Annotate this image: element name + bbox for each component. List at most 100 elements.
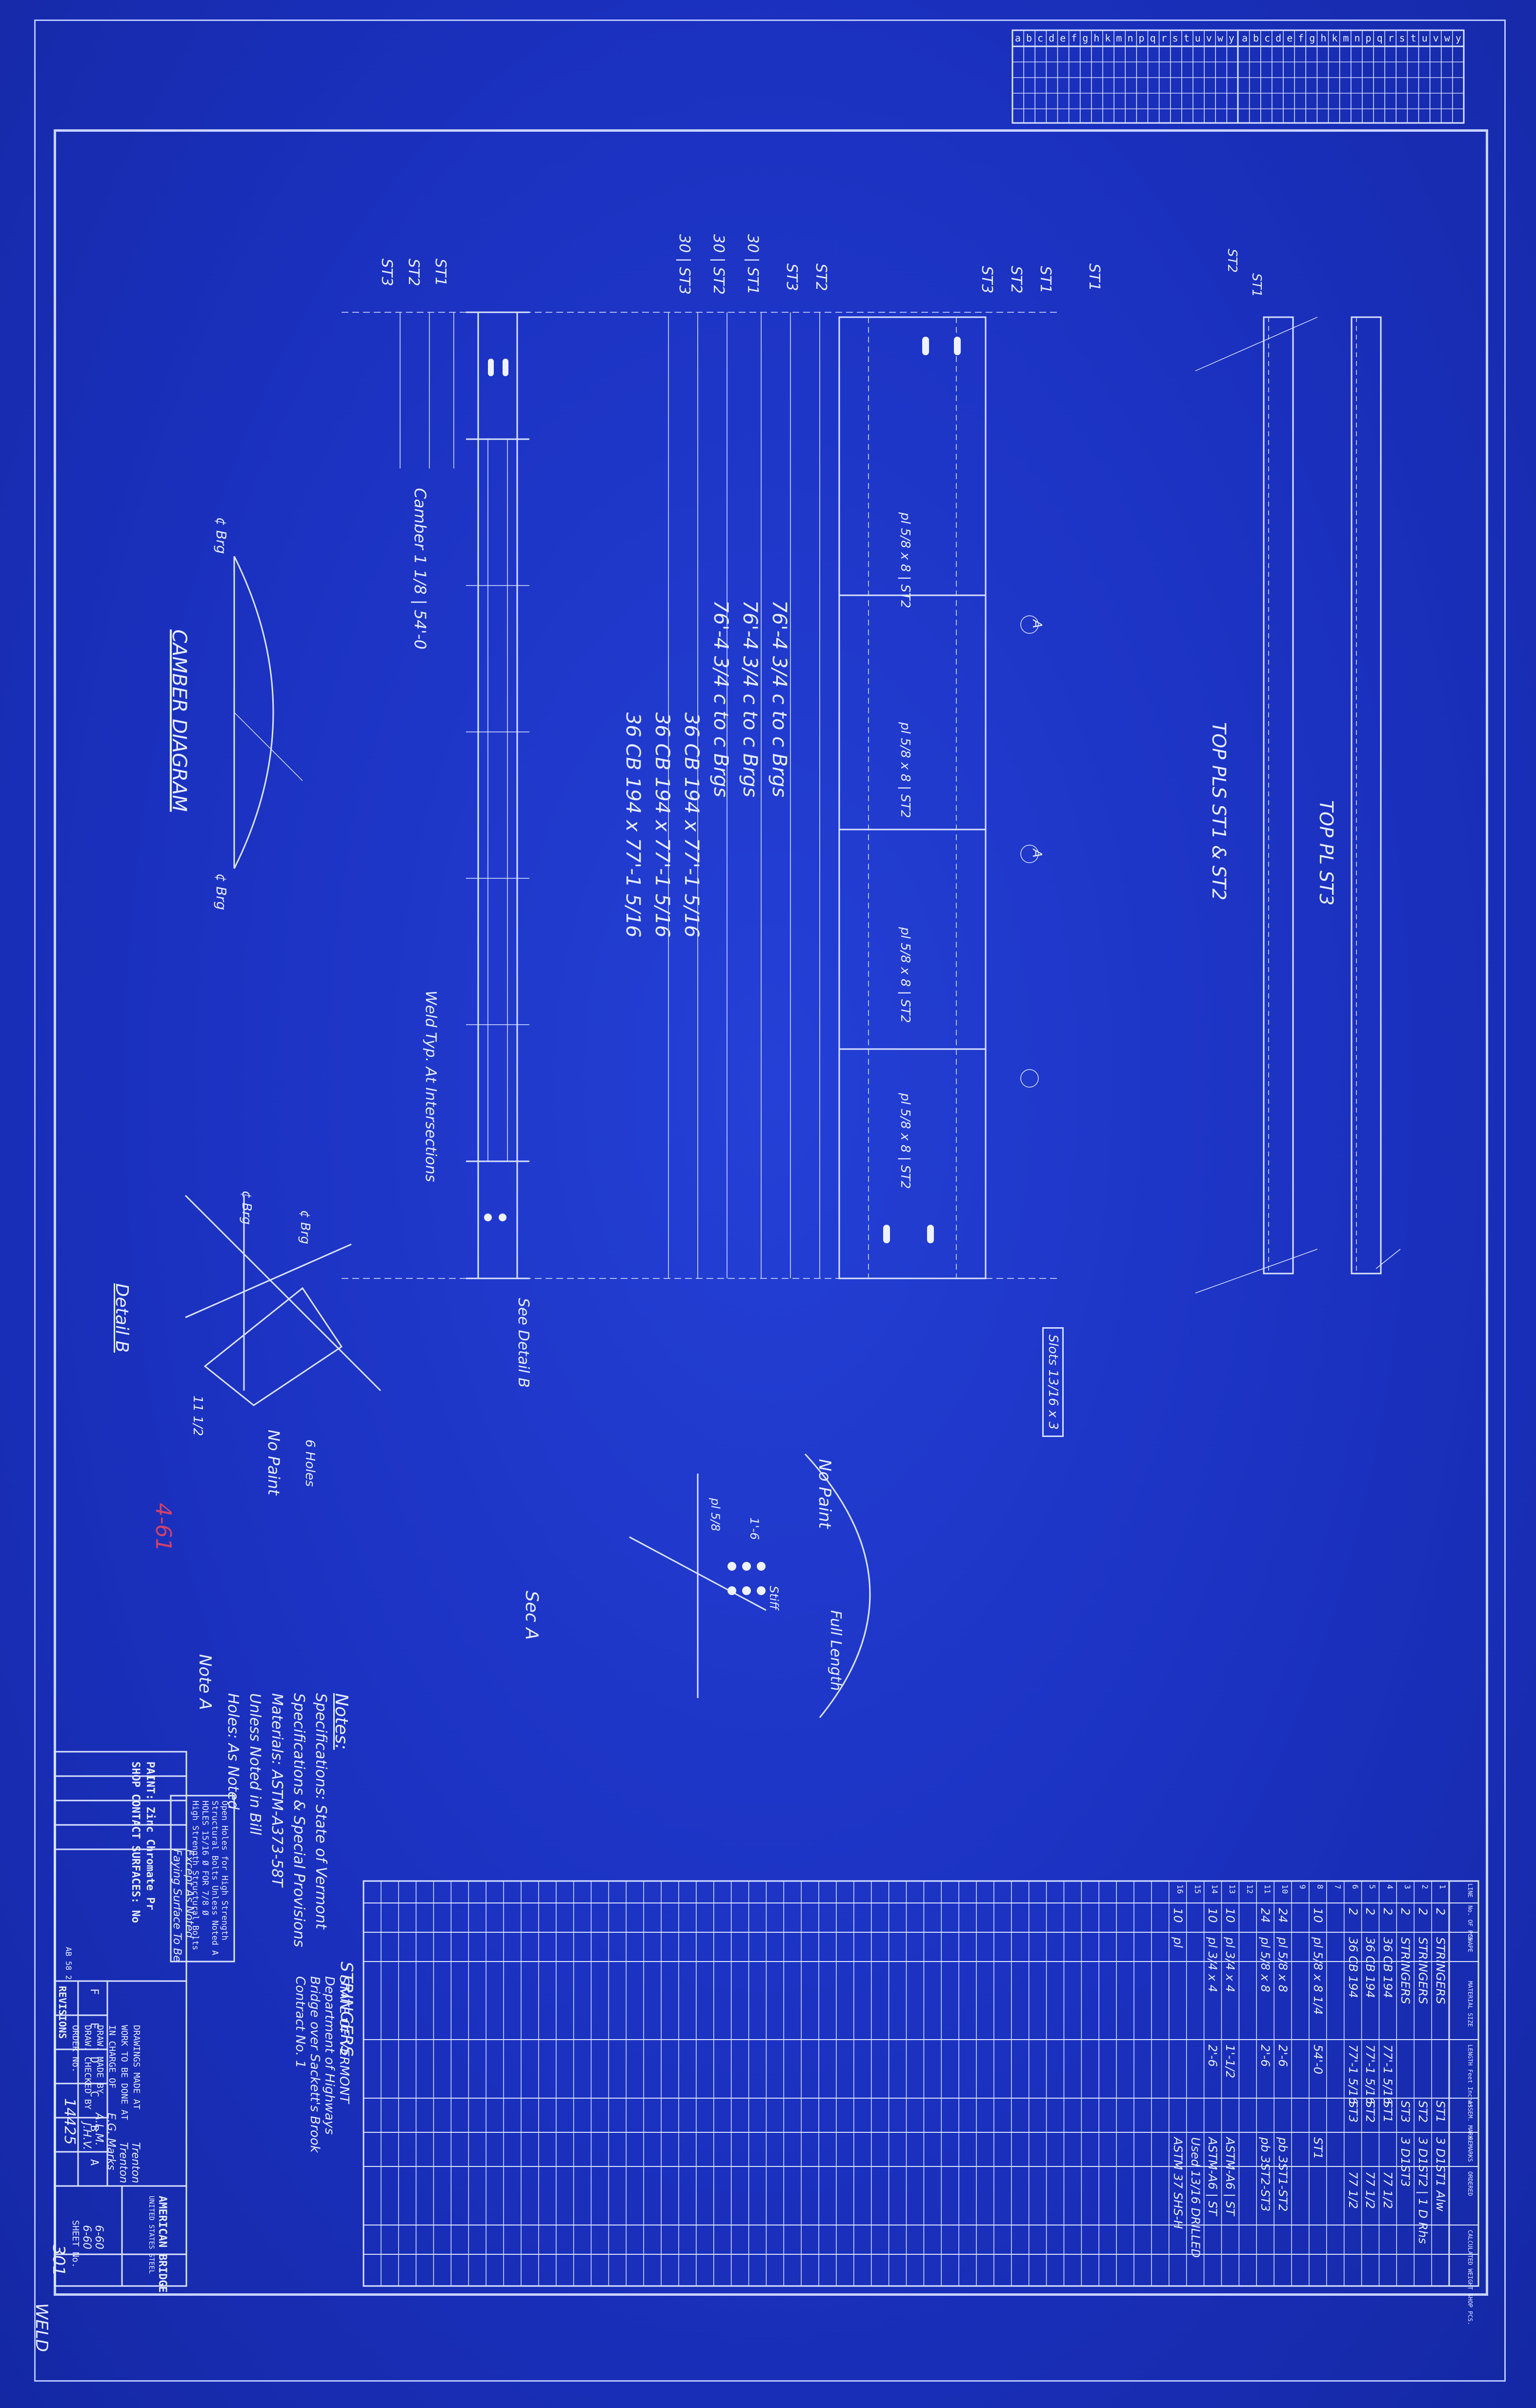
grid-letter: n [1354, 32, 1360, 44]
elev-mark-st2: ST2 [405, 259, 422, 286]
detail-b-label-4: 11 1/2 [190, 1396, 205, 1437]
grid-letter: w [1217, 32, 1223, 44]
grid-letter: c [1037, 32, 1044, 44]
grid-letter: a [1242, 32, 1248, 44]
contract-name: STATE OF VERMONT [337, 1976, 351, 2104]
grid-letter: t [1183, 32, 1190, 44]
bill-cell: pl 3/4 x 4 [1206, 1937, 1220, 1992]
project-line-2: Bridge over Sackett's Brook [307, 1976, 322, 2153]
grid-letter: n [1127, 32, 1133, 44]
camber-diagram-lines [233, 556, 303, 869]
shop-label: WORK TO BE DONE AT [119, 2025, 129, 2121]
bill-cell: 2'-6 [1258, 2044, 1273, 2067]
revision-letter: F [88, 1988, 100, 1995]
grid-letter: g [1309, 32, 1315, 44]
bill-cell: 2 [1416, 1908, 1430, 1916]
grid-letter: w [1444, 32, 1450, 44]
bill-cell: 2 [1398, 1908, 1413, 1916]
revision-letter: A [88, 2159, 100, 2166]
bill-line-number: 6 [1350, 1884, 1360, 1889]
bill-cell: 3 D1ST1 Alw [1434, 2137, 1447, 2212]
elev-mark-st1: ST1 [432, 259, 449, 286]
end-mark-st3: ST3 [978, 266, 995, 294]
grid-letter: p [1365, 32, 1372, 44]
top-plate-mark-2: ST1 [1249, 273, 1264, 297]
bill-line-number: 7 [1333, 1884, 1342, 1889]
draw-checked-value: J.H.V. [81, 2123, 93, 2150]
bill-cell: STRINGERS [1416, 1937, 1430, 2004]
long-dim-5: 36 CB 194 x 77'-1 5/16 [651, 712, 673, 938]
drawing-border [54, 129, 1488, 2296]
bill-line-number: 10 [1280, 1884, 1290, 1894]
bill-cell: STRINGERS [1434, 1937, 1447, 2004]
detail-b-no-paint: No Paint [264, 1430, 283, 1496]
bill-cell: ST2 [1416, 2101, 1430, 2123]
grid-letter: p [1138, 32, 1145, 44]
notes-line-1: Specifications: State of Vermont [312, 1693, 329, 1929]
paint-title-1: PAINT: Zinc Chromate Pr [144, 1761, 156, 1910]
section-a-label-1: pl 5/8 [708, 1498, 722, 1532]
bill-cell: ST3 [1346, 2101, 1360, 2123]
camber-left-label: ¢ Brg [213, 517, 229, 554]
top-plate-label-1: TOP PLS ST1 & ST2 [1208, 722, 1230, 901]
bill-cell: ST2 [1363, 2101, 1377, 2123]
bill-cell: 2'-6 [1206, 2044, 1220, 2067]
bill-header-cell: LENGTH Feet Inches [1467, 2044, 1474, 2108]
bill-line-number: 3 [1403, 1884, 1413, 1889]
bill-line-number: 14 [1210, 1884, 1220, 1894]
grid-letter: h [1320, 32, 1327, 44]
grid-letter: m [1343, 32, 1349, 44]
bill-header-cell: CALCULATED WEIGHT SHOP PCS. [1467, 2230, 1474, 2326]
edge-mark: AB 58 2 [64, 1947, 73, 1980]
bill-line-number: 2 [1420, 1884, 1430, 1889]
top-plate-mark-1: ST2 [1225, 249, 1239, 273]
sec-marker-1: A [1030, 620, 1044, 628]
grid-letter: f [1298, 32, 1304, 44]
grid-letter: h [1093, 32, 1100, 44]
bill-header-cell: MATERIAL SIZE [1467, 1981, 1474, 2027]
camber-note: Camber 1 1/8 | 54'-0 [411, 488, 429, 650]
company-division: UNITED STATES STEEL [147, 2196, 155, 2274]
grid-letter: v [1206, 32, 1212, 44]
bill-cell: ST3 [1398, 2101, 1413, 2123]
bill-line-number: 9 [1297, 1884, 1307, 1889]
slot-note: Slots 13/16 x 3 [1042, 1327, 1064, 1437]
section-a-title: Sec A [522, 1591, 542, 1640]
long-dim-6: 36 CB 194 x 77'-1 5/16 [622, 712, 644, 938]
bill-line-number: 12 [1245, 1884, 1255, 1894]
row-label-6: ST1 [1086, 263, 1103, 291]
bill-cell: pl 5/8 x 8 1/4 [1311, 1937, 1325, 2015]
draw-checked-label: DRAW. CHECKED BY [82, 2025, 93, 2110]
bill-line-number: 15 [1192, 1884, 1202, 1894]
elev-mark-st3: ST3 [378, 259, 395, 286]
sheet-label: SHEET No. [70, 2220, 81, 2268]
bill-line-number: 5 [1368, 1884, 1377, 1889]
paint-inset-4: High Strength Structural Bolts [190, 1801, 200, 1951]
bill-cell: pl 5/8 x 8 [1258, 1937, 1273, 1992]
in-charge-value: E.G. Marks [105, 2113, 117, 2170]
bill-cell: 2'-6 [1276, 2044, 1290, 2067]
in-charge-label: IN CHARGE OF [107, 2025, 117, 2089]
red-pencil-mark: 4-61 [151, 1503, 176, 1552]
bill-cell: 36 CB 194 [1346, 1937, 1360, 1998]
bill-line-number: 16 [1175, 1884, 1185, 1894]
bill-line-number: 8 [1315, 1884, 1325, 1889]
bill-cell: pl 5/8 x 8 [1276, 1937, 1290, 1992]
revisions-label: REVISIONS [57, 1986, 68, 2039]
bill-cell: 24 [1258, 1908, 1273, 1923]
paint-title-2: SHOP CONTACT SURFACES: No [129, 1761, 141, 1923]
grid-letter: t [1410, 32, 1416, 44]
company-name: AMERICAN BRIDGE [156, 2196, 168, 2293]
paint-line-2: Faying Surface To Be [171, 1849, 183, 1962]
grid-letter: v [1433, 32, 1439, 44]
bill-cell: 77 1/2 [1363, 2171, 1377, 2209]
bill-header-cell: LINE [1467, 1883, 1474, 1898]
section-a-label-2: 1'-6 [748, 1518, 761, 1540]
bill-cell: ST1 [1434, 2101, 1447, 2123]
sheet-number: 301 [49, 2245, 68, 2276]
bill-cell: ST1 [1381, 2101, 1395, 2123]
grid-letter: c [1264, 32, 1271, 44]
